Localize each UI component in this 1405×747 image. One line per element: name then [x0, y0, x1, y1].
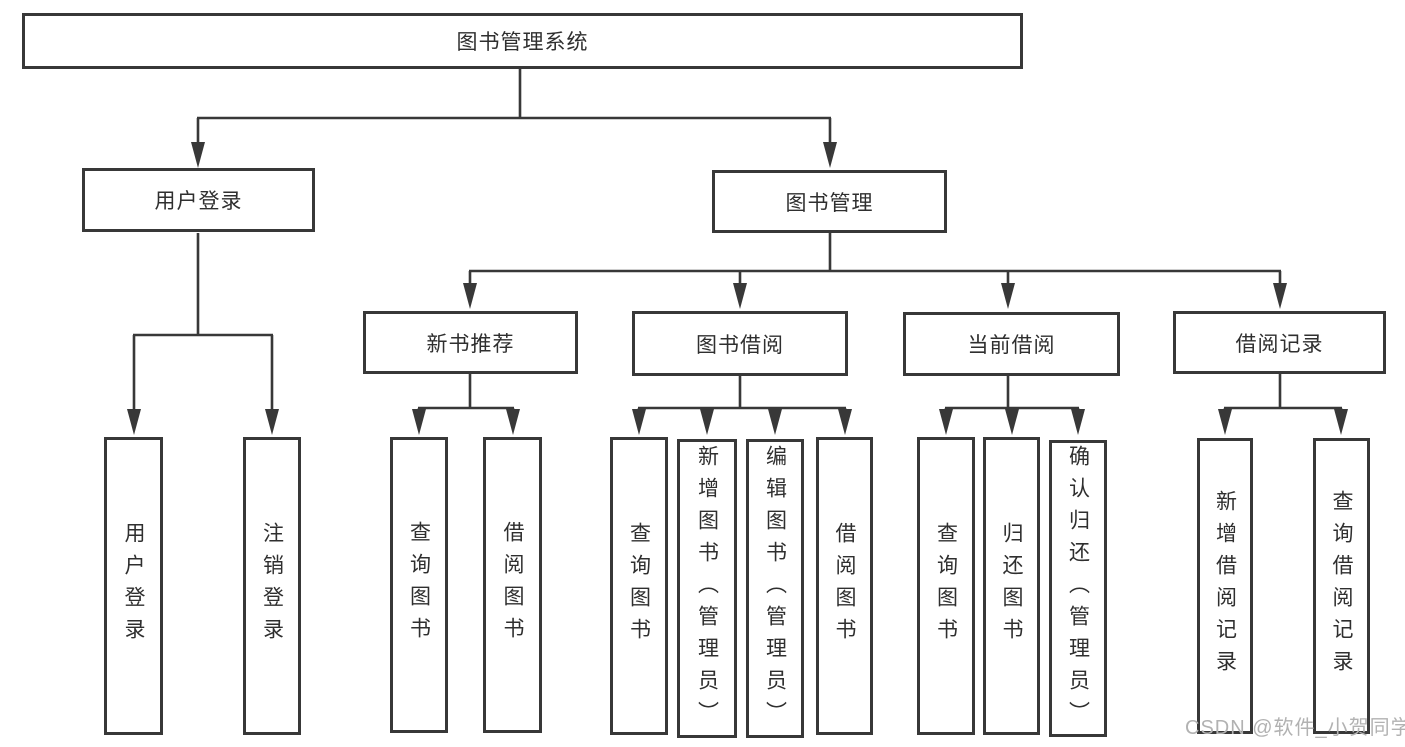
- node-leaf-query-books-recommend-label: 查询图书: [407, 521, 431, 649]
- node-leaf-query-books-borrowing: 查询图书: [610, 437, 668, 735]
- node-leaf-query-books-current-label: 查询图书: [934, 522, 958, 650]
- node-leaf-edit-books-admin-label: 编辑图书（管理员）: [763, 444, 787, 733]
- node-leaf-return-books: 归还图书: [983, 437, 1040, 735]
- node-leaf-add-borrow-record: 新增借阅记录: [1197, 438, 1253, 734]
- watermark-text: CSDN @软件_小贺同学: [1185, 717, 1405, 739]
- node-new-book-recommend-label: 新书推荐: [426, 332, 515, 356]
- node-leaf-query-books-current: 查询图书: [917, 437, 975, 735]
- node-book-borrowing-label: 图书借阅: [696, 333, 784, 357]
- node-leaf-borrow-books-recommend-label: 借阅图书: [501, 521, 524, 649]
- node-leaf-confirm-return-admin-label: 确认归还（管理员）: [1066, 444, 1090, 733]
- node-leaf-borrow-books: 借阅图书: [816, 437, 873, 735]
- node-leaf-user-login: 用户登录: [104, 437, 163, 735]
- node-leaf-add-books-admin: 新增图书（管理员）: [677, 439, 737, 738]
- node-leaf-logout: 注销登录: [243, 437, 301, 735]
- node-root: 图书管理系统: [22, 13, 1023, 69]
- node-leaf-query-books-borrowing-label: 查询图书: [627, 522, 651, 650]
- node-leaf-query-borrow-record: 查询借阅记录: [1313, 438, 1370, 734]
- node-current-borrowing-label: 当前借阅: [967, 334, 1056, 357]
- node-leaf-query-books-recommend: 查询图书: [390, 437, 448, 733]
- node-leaf-logout-label: 注销登录: [260, 522, 284, 650]
- node-leaf-user-login-label: 用户登录: [122, 522, 145, 650]
- node-leaf-borrow-books-recommend: 借阅图书: [483, 437, 542, 733]
- node-leaf-confirm-return-admin: 确认归还（管理员）: [1049, 440, 1107, 737]
- node-root-label: 图书管理系统: [456, 31, 589, 54]
- node-new-book-recommend: 新书推荐: [363, 311, 578, 374]
- node-leaf-query-borrow-record-label: 查询借阅记录: [1330, 490, 1353, 682]
- node-leaf-borrow-books-label: 借阅图书: [833, 522, 856, 650]
- node-user-login-branch-label: 用户登录: [154, 190, 243, 213]
- node-leaf-add-books-admin-label: 新增图书（管理员）: [695, 444, 719, 733]
- node-user-login-branch: 用户登录: [82, 168, 315, 232]
- node-leaf-edit-books-admin: 编辑图书（管理员）: [746, 439, 804, 738]
- node-book-borrowing: 图书借阅: [632, 311, 848, 376]
- node-current-borrowing: 当前借阅: [903, 312, 1120, 376]
- node-borrowing-records: 借阅记录: [1173, 311, 1386, 374]
- node-borrowing-records-label: 借阅记录: [1235, 332, 1324, 356]
- node-book-management-branch: 图书管理: [712, 170, 947, 233]
- node-leaf-add-borrow-record-label: 新增借阅记录: [1213, 490, 1237, 682]
- node-leaf-return-books-label: 归还图书: [1000, 522, 1023, 650]
- node-book-management-branch-label: 图书管理: [785, 191, 874, 215]
